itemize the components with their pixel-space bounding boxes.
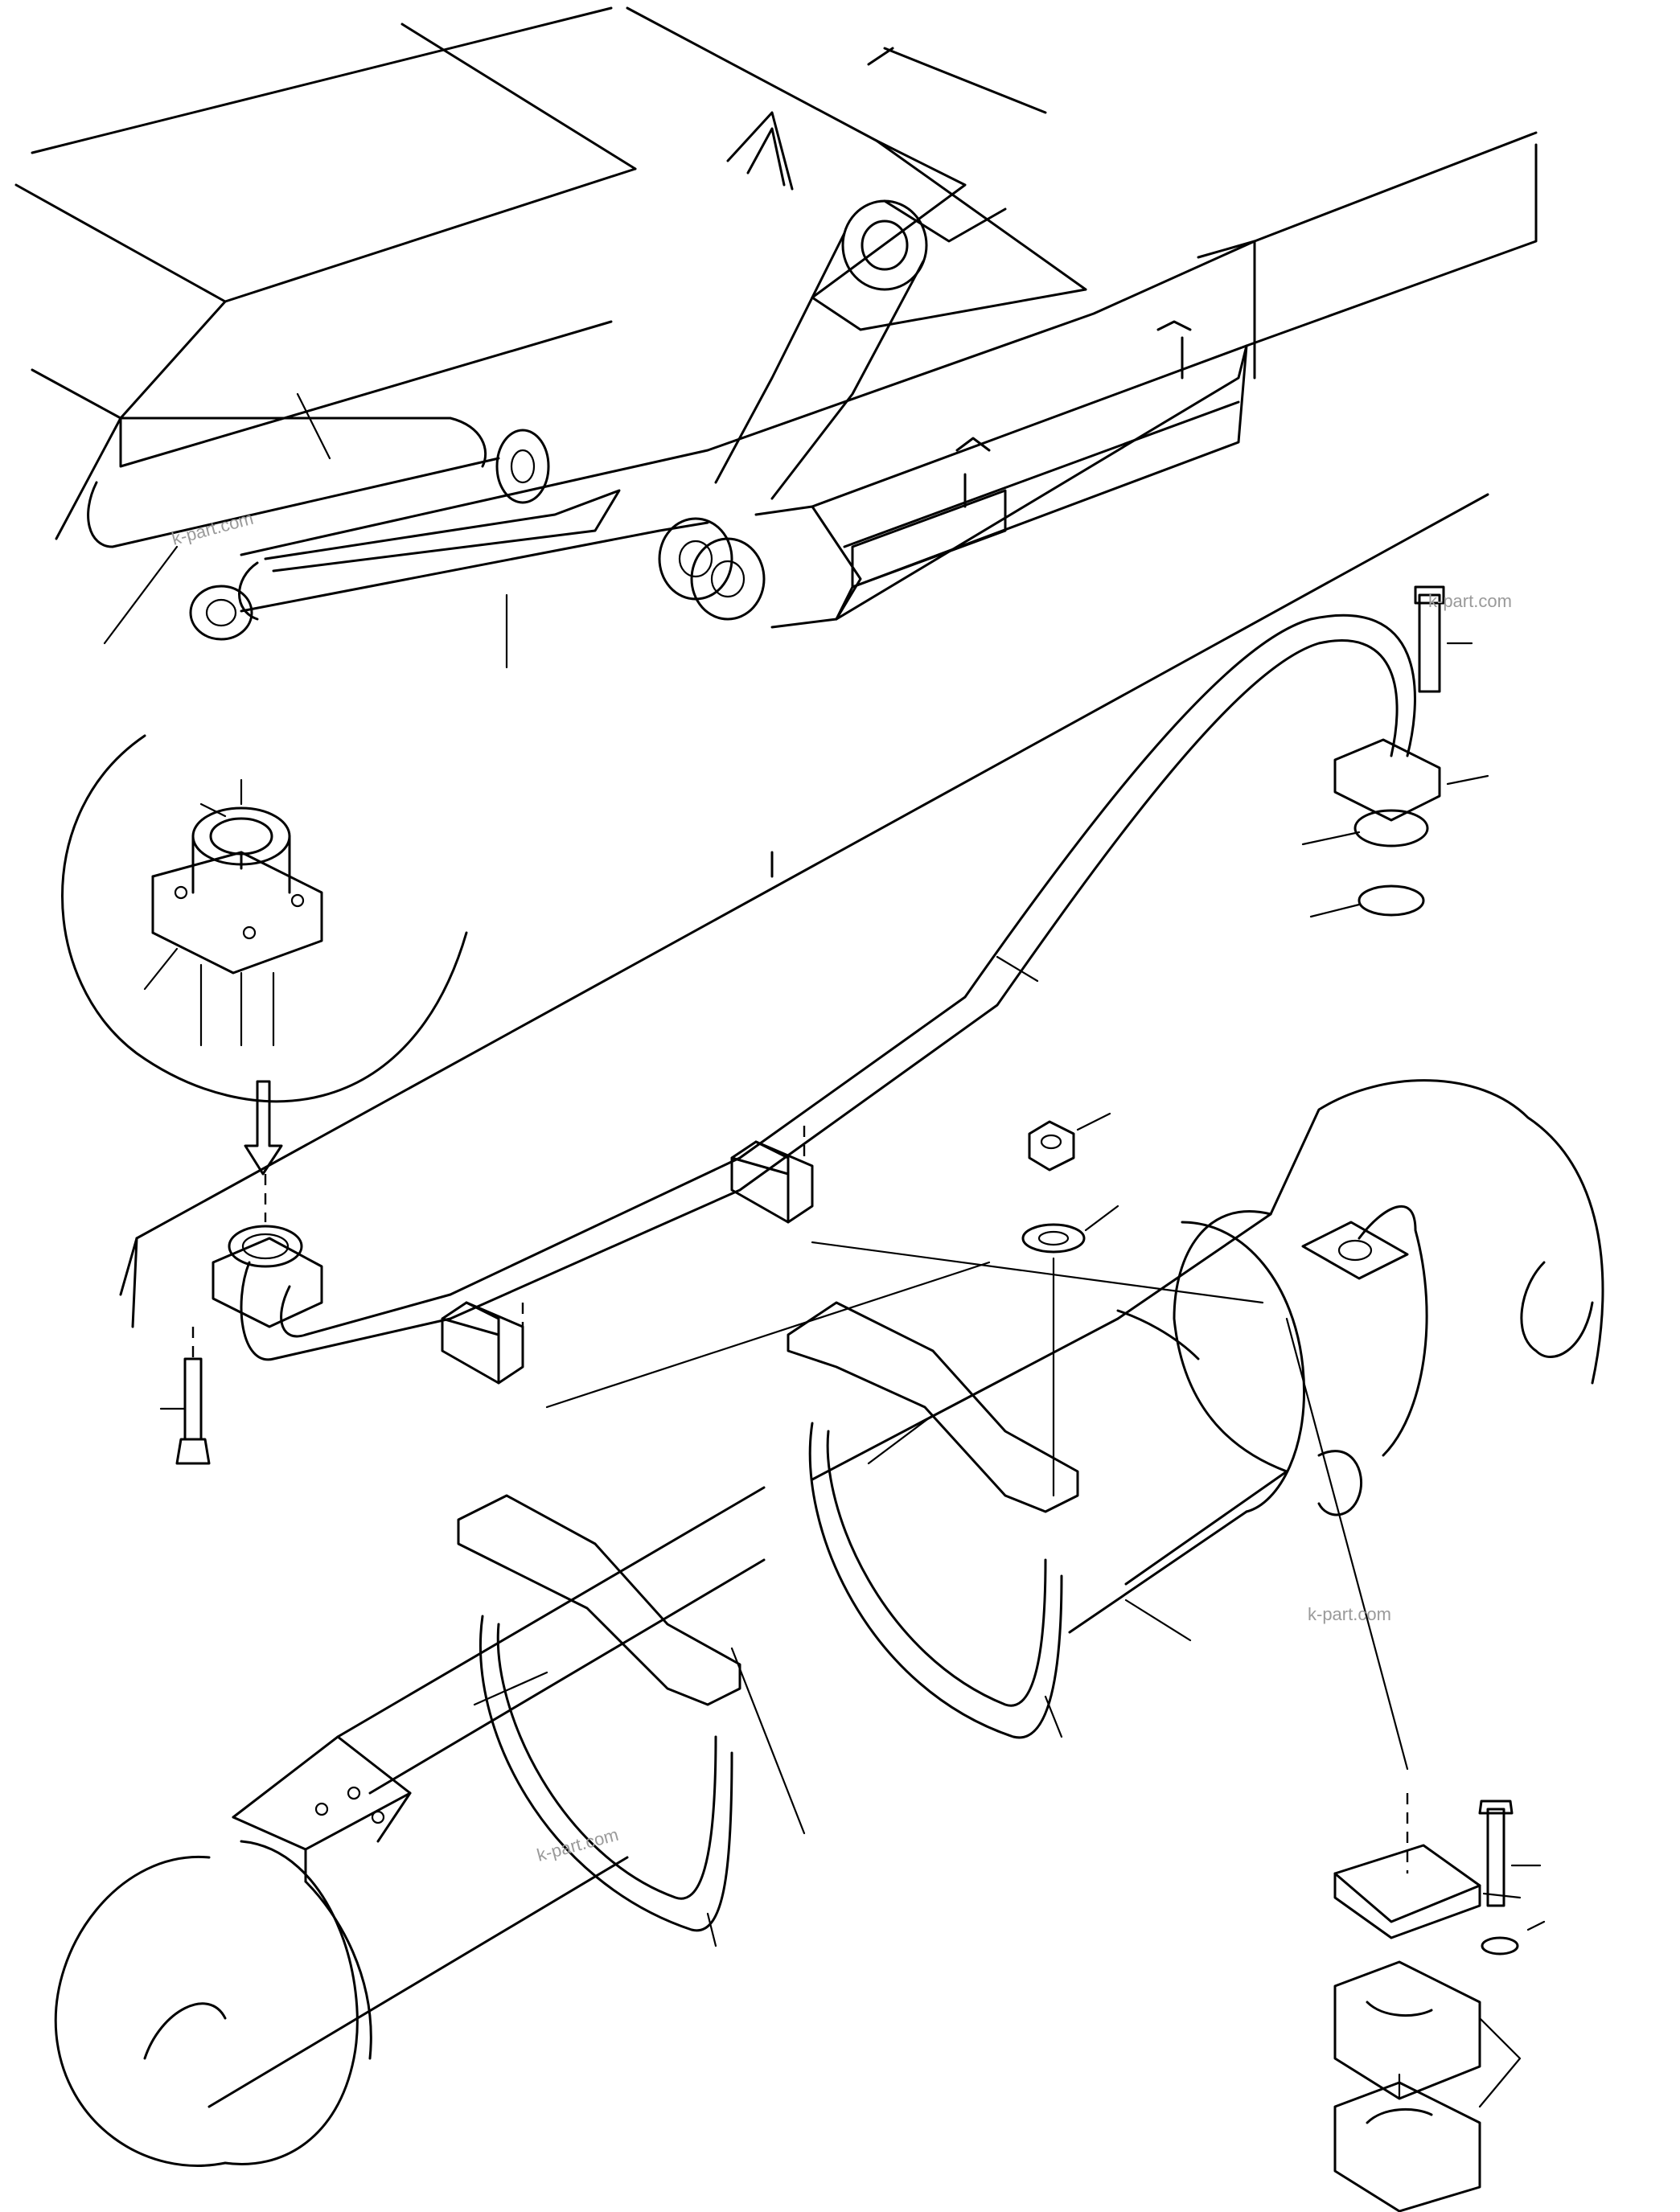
leader-lines-boom [103, 392, 508, 669]
hydraulic-tube-assembly [119, 493, 1489, 1465]
boom-cylinder [54, 1079, 1604, 2167]
detail-callout-circle [61, 734, 468, 1176]
watermark: k-part.com [1308, 1604, 1391, 1624]
nut-and-washer [1021, 1112, 1119, 1497]
watermark: k-part.com [1428, 591, 1512, 611]
u-bolt-clamps [457, 1301, 1192, 1947]
watermark: k-part.com [170, 508, 256, 549]
boom-assembly [14, 6, 1538, 641]
clamp-parts-detail [1285, 1317, 1546, 2212]
